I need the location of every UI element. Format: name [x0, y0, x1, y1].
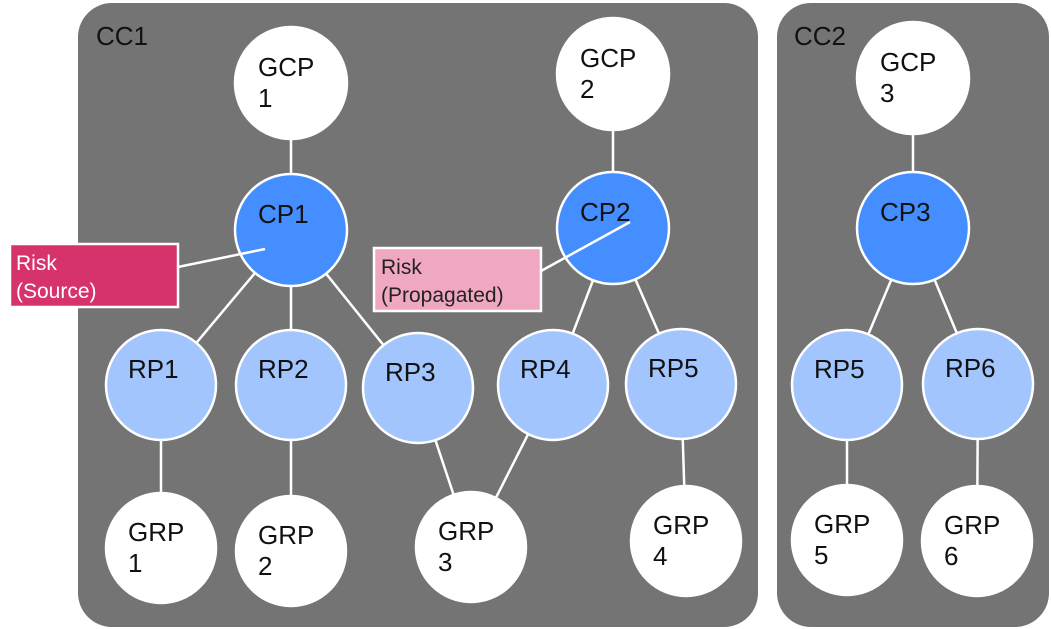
risk-source-label: (Source) — [16, 280, 97, 303]
cluster-label-cc1: CC1 — [96, 21, 148, 51]
node-rp3a: RP3 — [361, 331, 475, 445]
node-label: RP4 — [520, 354, 571, 384]
node-cp1: CP1 — [233, 172, 349, 288]
node-circle — [414, 490, 528, 604]
risk-propagated-box — [372, 246, 543, 313]
node-label: GRP — [128, 517, 184, 547]
node-label: RP6 — [945, 353, 996, 383]
cluster-label-cc2: CC2 — [794, 21, 846, 51]
node-cp3: CP3 — [855, 170, 971, 286]
risk-source-pointer — [177, 247, 266, 269]
node-label: CP2 — [580, 197, 631, 227]
node-label: CP1 — [258, 199, 309, 229]
node-label: 5 — [814, 540, 828, 570]
node-circle — [496, 328, 610, 442]
node-label: CP3 — [880, 197, 931, 227]
node-cp2: CP2 — [555, 170, 671, 286]
node-label: 3 — [880, 78, 894, 108]
node-label: RP5 — [814, 354, 865, 384]
node-label: GRP — [258, 520, 314, 550]
node-label: 1 — [128, 548, 142, 578]
node-circle — [855, 170, 971, 286]
node-label: GRP — [814, 509, 870, 539]
node-circle — [555, 170, 671, 286]
risk-source-box — [8, 242, 180, 309]
node-label: GCP — [258, 52, 314, 82]
node-rp2a: RP2 — [234, 328, 348, 442]
node-rp5a: RP5 — [624, 327, 738, 441]
node-label: 2 — [580, 74, 594, 104]
node-label: GRP — [653, 510, 709, 540]
node-circle — [624, 327, 738, 441]
node-rp4a: RP4 — [496, 328, 610, 442]
risk-propagated-pointer — [540, 220, 631, 273]
node-label: GRP — [944, 510, 1000, 540]
node-circle — [555, 16, 671, 132]
node-circle — [234, 328, 348, 442]
node-label: 4 — [653, 541, 667, 571]
node-label: GCP — [880, 47, 936, 77]
node-label: 6 — [944, 541, 958, 571]
node-label: GCP — [580, 43, 636, 73]
node-label: RP2 — [258, 354, 309, 384]
node-label: 1 — [258, 83, 272, 113]
node-circle — [790, 328, 904, 442]
risk-source-label: Risk — [16, 252, 57, 275]
node-circle — [921, 327, 1035, 441]
node-label: GRP — [438, 516, 494, 546]
node-circle — [233, 172, 349, 288]
node-circle — [361, 331, 475, 445]
node-rp5b: RP5 — [790, 328, 904, 442]
node-label: RP5 — [648, 353, 699, 383]
node-circle — [104, 328, 218, 442]
node-circle — [629, 484, 743, 598]
node-label: RP1 — [128, 354, 179, 384]
risk-source-callout: Risk (Source) — [8, 242, 266, 309]
node-circle — [104, 491, 218, 605]
node-label: RP3 — [385, 357, 436, 387]
risk-propagated-label: Risk — [381, 256, 422, 279]
cluster-cc2 — [777, 3, 1049, 627]
node-circle — [234, 494, 348, 608]
node-rp6b: RP6 — [921, 327, 1035, 441]
cluster-cc1 — [78, 3, 758, 627]
node-label: 2 — [258, 551, 272, 581]
node-rp1a: RP1 — [104, 328, 218, 442]
node-circle — [233, 25, 349, 141]
node-circle — [920, 484, 1034, 598]
risk-propagated-label: (Propagated) — [381, 284, 504, 307]
node-circle — [855, 20, 971, 136]
risk-propagated-callout: Risk (Propagated) — [372, 220, 631, 313]
node-circle — [790, 483, 904, 597]
node-label: 3 — [438, 547, 452, 577]
